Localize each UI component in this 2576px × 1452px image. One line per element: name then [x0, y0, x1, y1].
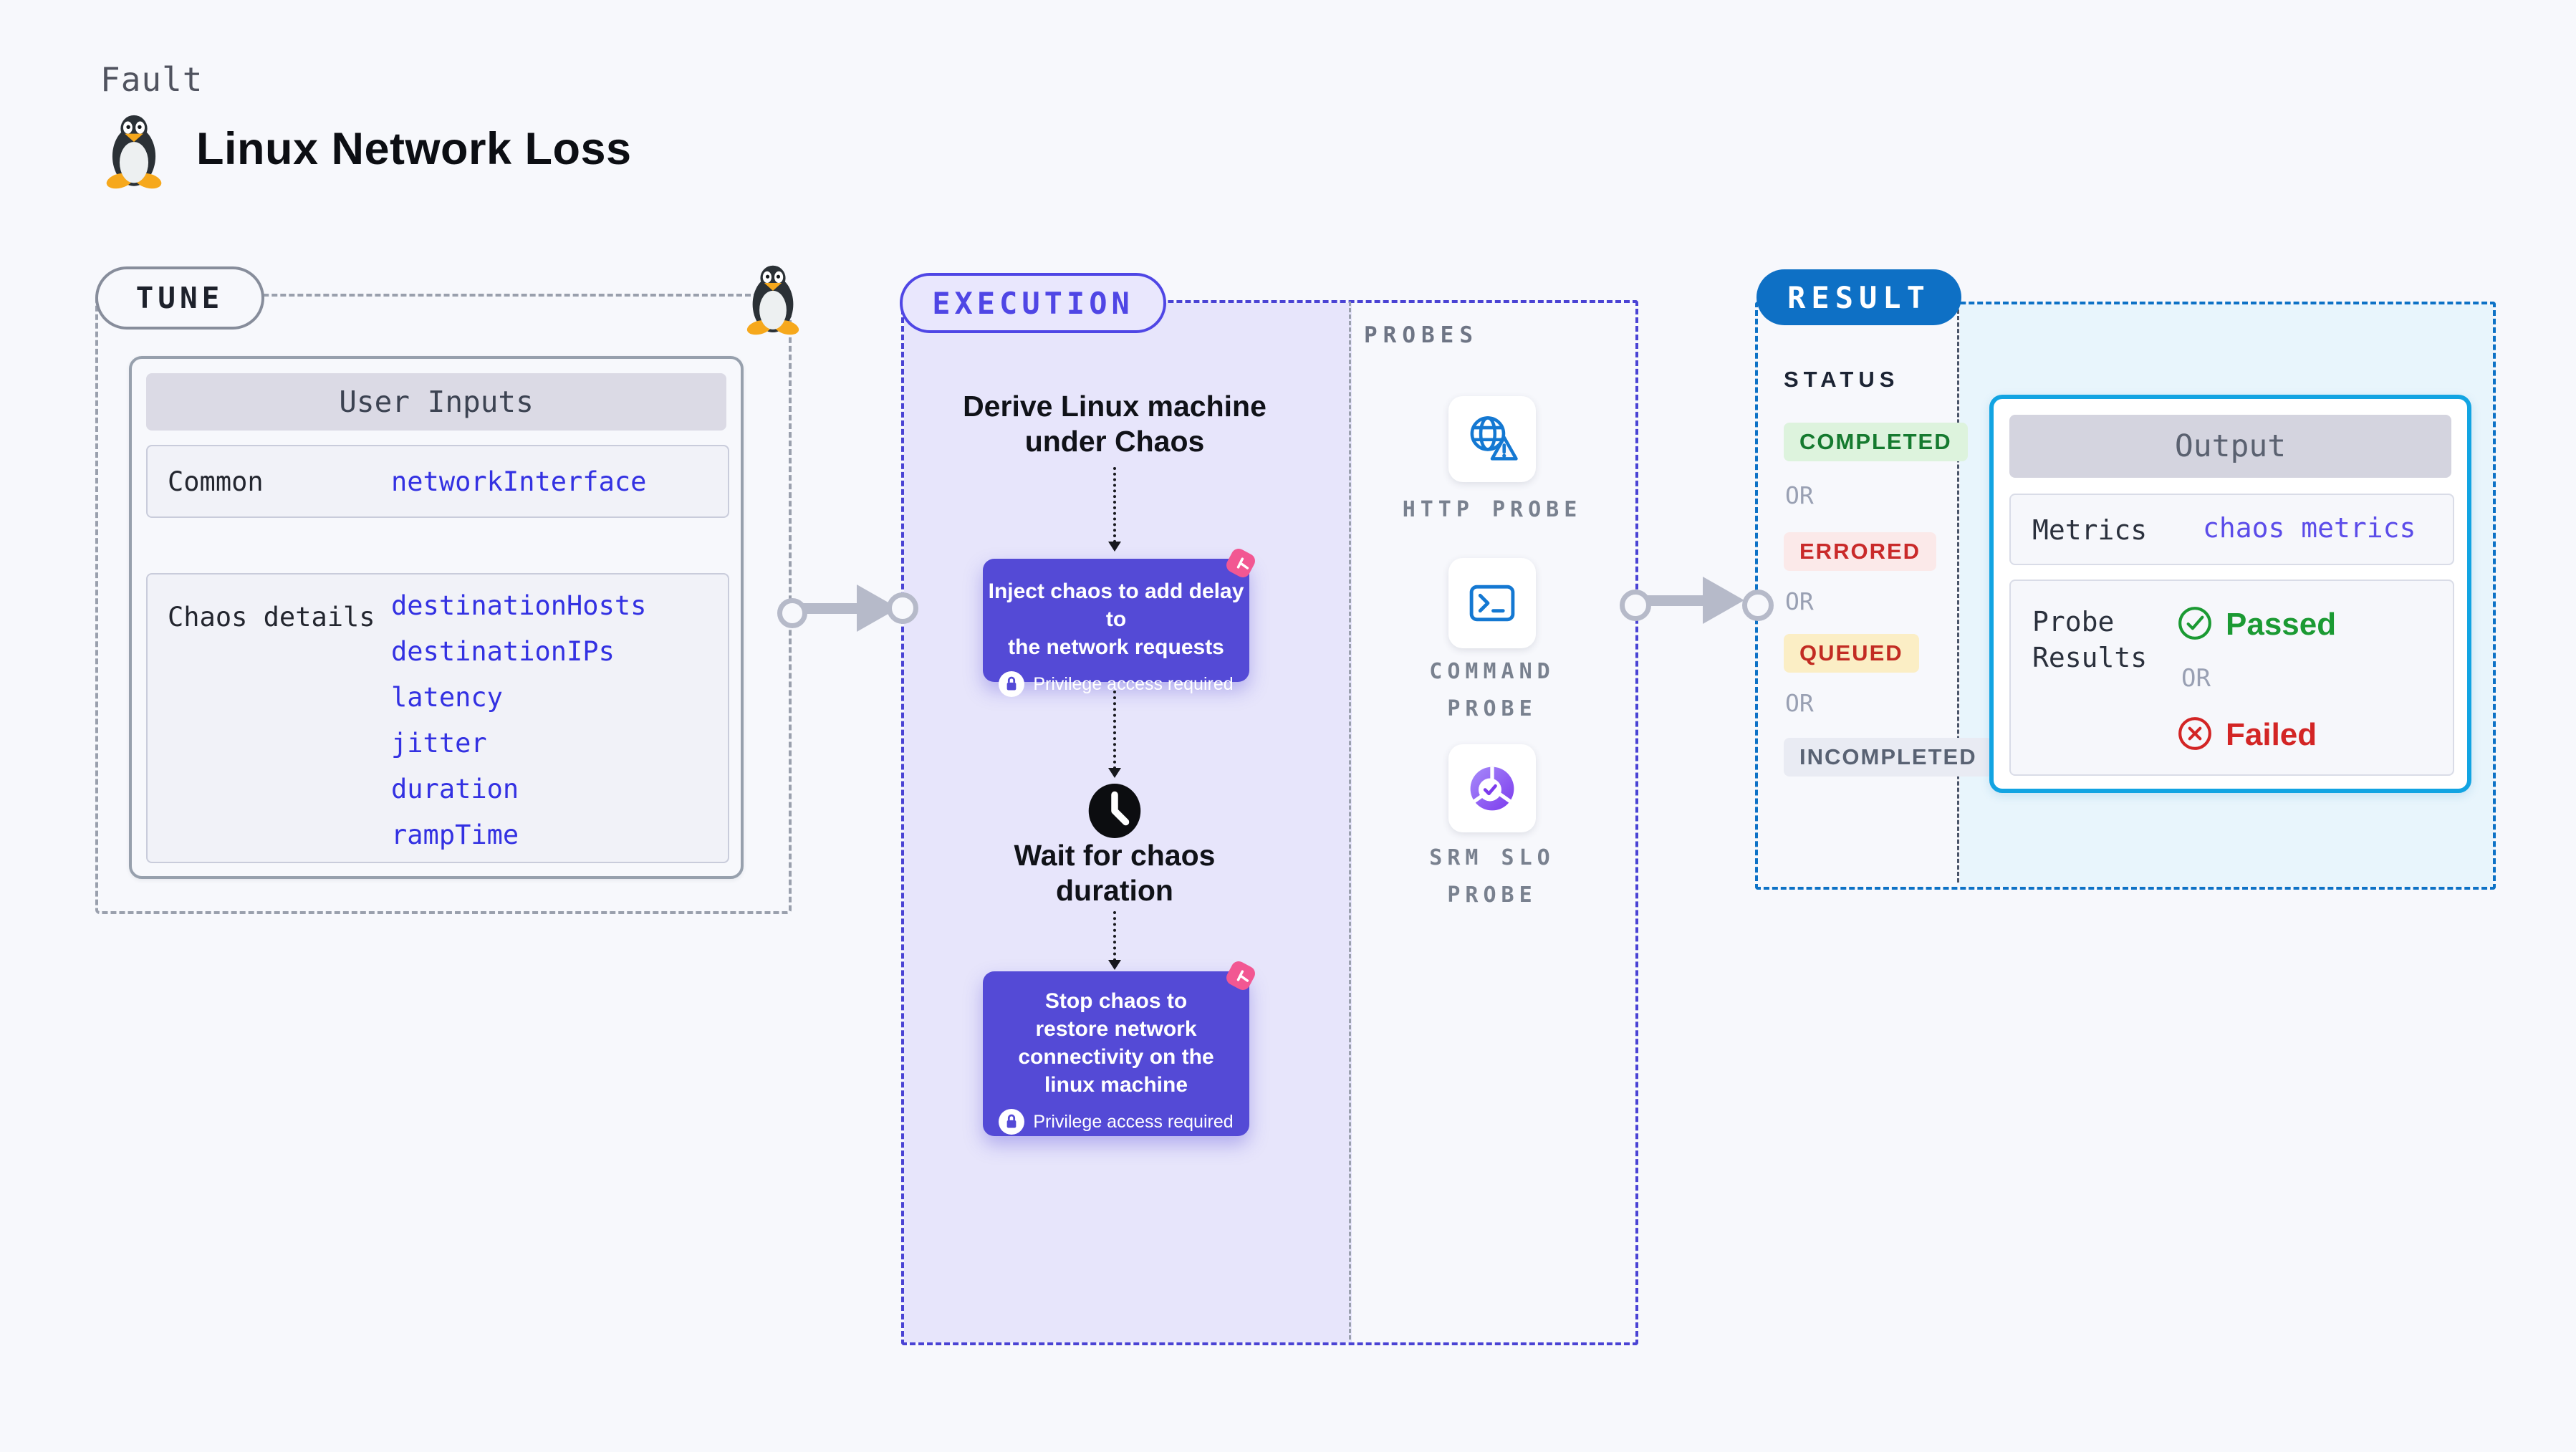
stop-line: connectivity on the	[1018, 1045, 1214, 1069]
clock-icon	[1087, 782, 1142, 840]
failed-x-icon	[2177, 716, 2213, 751]
probe-label-line: SRM SLO	[1429, 845, 1555, 870]
derive-step-text: Derive Linux machine under Chaos	[957, 389, 1272, 459]
privilege-note: Privilege access required	[983, 671, 1249, 697]
or-separator: OR	[2181, 664, 2211, 693]
input-row-chaos-details: Chaos details destinationHosts destinati…	[146, 573, 729, 863]
input-value: destinationHosts	[391, 590, 647, 621]
input-value: jitter	[391, 728, 487, 759]
stop-line: linux machine	[1044, 1073, 1188, 1097]
status-heading: STATUS	[1784, 367, 1900, 392]
or-separator: OR	[1785, 587, 1814, 615]
input-value: rampTime	[391, 819, 519, 850]
input-value: duration	[391, 774, 519, 804]
tune-pill: TUNE	[95, 266, 264, 330]
privilege-text: Privilege access required	[1033, 1111, 1234, 1132]
linux-tux-icon-small	[744, 264, 802, 335]
chaos-fault-icon	[1221, 543, 1261, 583]
probe-results-line: Results	[2032, 642, 2148, 673]
stop-line: Stop chaos to	[1044, 989, 1188, 1013]
passed-label: Passed	[2226, 607, 2337, 642]
arrow-shaft	[797, 603, 858, 614]
arrow-head	[1703, 577, 1744, 624]
connector-dot	[1620, 590, 1651, 621]
probes-divider	[1349, 302, 1351, 1340]
linux-tux-icon	[103, 113, 165, 189]
lock-icon	[999, 1109, 1025, 1135]
inject-line: the network requests	[1008, 635, 1224, 659]
stop-chaos-step: Stop chaos to restore network connectivi…	[983, 961, 1255, 1136]
probes-heading: PROBES	[1364, 322, 1479, 348]
srm-slo-probe-icon	[1448, 744, 1536, 832]
result-divider	[1957, 303, 1959, 883]
failed-label: Failed	[2226, 717, 2317, 752]
flow-arrow-down	[1108, 467, 1121, 552]
output-card: Output Metrics chaos metrics Probe Resul…	[1989, 395, 2471, 793]
stop-line: restore network	[1035, 1017, 1197, 1041]
inject-chaos-step: Inject chaos to add delay to the network…	[983, 549, 1255, 697]
probe-label-line: HTTP PROBE	[1402, 497, 1582, 522]
connector-dot	[1742, 590, 1774, 621]
execution-pill: EXECUTION	[900, 273, 1166, 333]
metrics-row: Metrics chaos metrics	[2009, 494, 2454, 565]
probe-label-line: PROBE	[1447, 696, 1537, 721]
status-badge-completed: COMPLETED	[1784, 423, 1968, 461]
privilege-note: Privilege access required	[983, 1109, 1249, 1135]
chaos-detail-values: destinationHosts destinationIPs latency …	[391, 583, 646, 858]
fault-eyebrow: Fault	[100, 60, 203, 99]
status-badge-queued: QUEUED	[1784, 634, 1919, 673]
lock-icon	[999, 671, 1025, 697]
derive-line: Derive Linux machine	[963, 390, 1267, 423]
input-row-value: networkInterface	[391, 466, 647, 497]
probe-results-row: Probe Results Passed OR Failed	[2009, 580, 2454, 776]
input-row-label: Chaos details	[168, 602, 375, 633]
http-probe-icon	[1448, 396, 1536, 482]
chaos-fault-icon	[1221, 956, 1261, 996]
wait-step-text: Wait for chaos duration	[986, 838, 1244, 908]
input-value: destinationIPs	[391, 636, 615, 667]
derive-line: under Chaos	[1024, 425, 1205, 458]
metrics-value: chaos metrics	[2203, 512, 2416, 544]
wait-line: Wait for chaos	[1014, 839, 1216, 872]
user-inputs-header: User Inputs	[146, 373, 726, 431]
probe-results-line: Probe	[2032, 606, 2115, 638]
result-pill: RESULT	[1756, 269, 1961, 325]
output-header: Output	[2009, 415, 2451, 478]
user-inputs-card: User Inputs Common networkInterface Chao…	[129, 356, 744, 879]
input-value: latency	[391, 682, 503, 713]
command-probe-icon	[1448, 558, 1536, 648]
http-probe-label: HTTP PROBE	[1363, 491, 1621, 529]
srm-slo-probe-label: SRM SLO PROBE	[1363, 840, 1621, 914]
or-separator: OR	[1785, 689, 1814, 717]
connector-dot	[777, 598, 807, 628]
arrow-shaft	[1643, 595, 1704, 606]
flow-arrow-down	[1108, 691, 1121, 778]
command-probe-label: COMMAND PROBE	[1363, 653, 1621, 728]
inject-line: Inject chaos to add delay to	[988, 580, 1244, 631]
flow-arrow-down	[1108, 911, 1121, 970]
wait-line: duration	[1056, 874, 1173, 907]
metrics-label: Metrics	[2032, 514, 2148, 546]
or-separator: OR	[1785, 481, 1814, 509]
passed-check-icon	[2177, 605, 2213, 641]
probe-results-label: Probe Results	[2032, 604, 2147, 675]
probe-label-line: COMMAND	[1429, 659, 1555, 684]
privilege-text: Privilege access required	[1033, 673, 1234, 694]
input-row-label: Common	[168, 466, 264, 497]
input-row-common: Common networkInterface	[146, 445, 729, 518]
probe-label-line: PROBE	[1447, 883, 1537, 908]
page-title: Linux Network Loss	[196, 124, 632, 174]
status-badge-errored: ERRORED	[1784, 532, 1937, 571]
connector-dot	[887, 592, 918, 624]
status-badge-incompleted: INCOMPLETED	[1784, 738, 1993, 777]
